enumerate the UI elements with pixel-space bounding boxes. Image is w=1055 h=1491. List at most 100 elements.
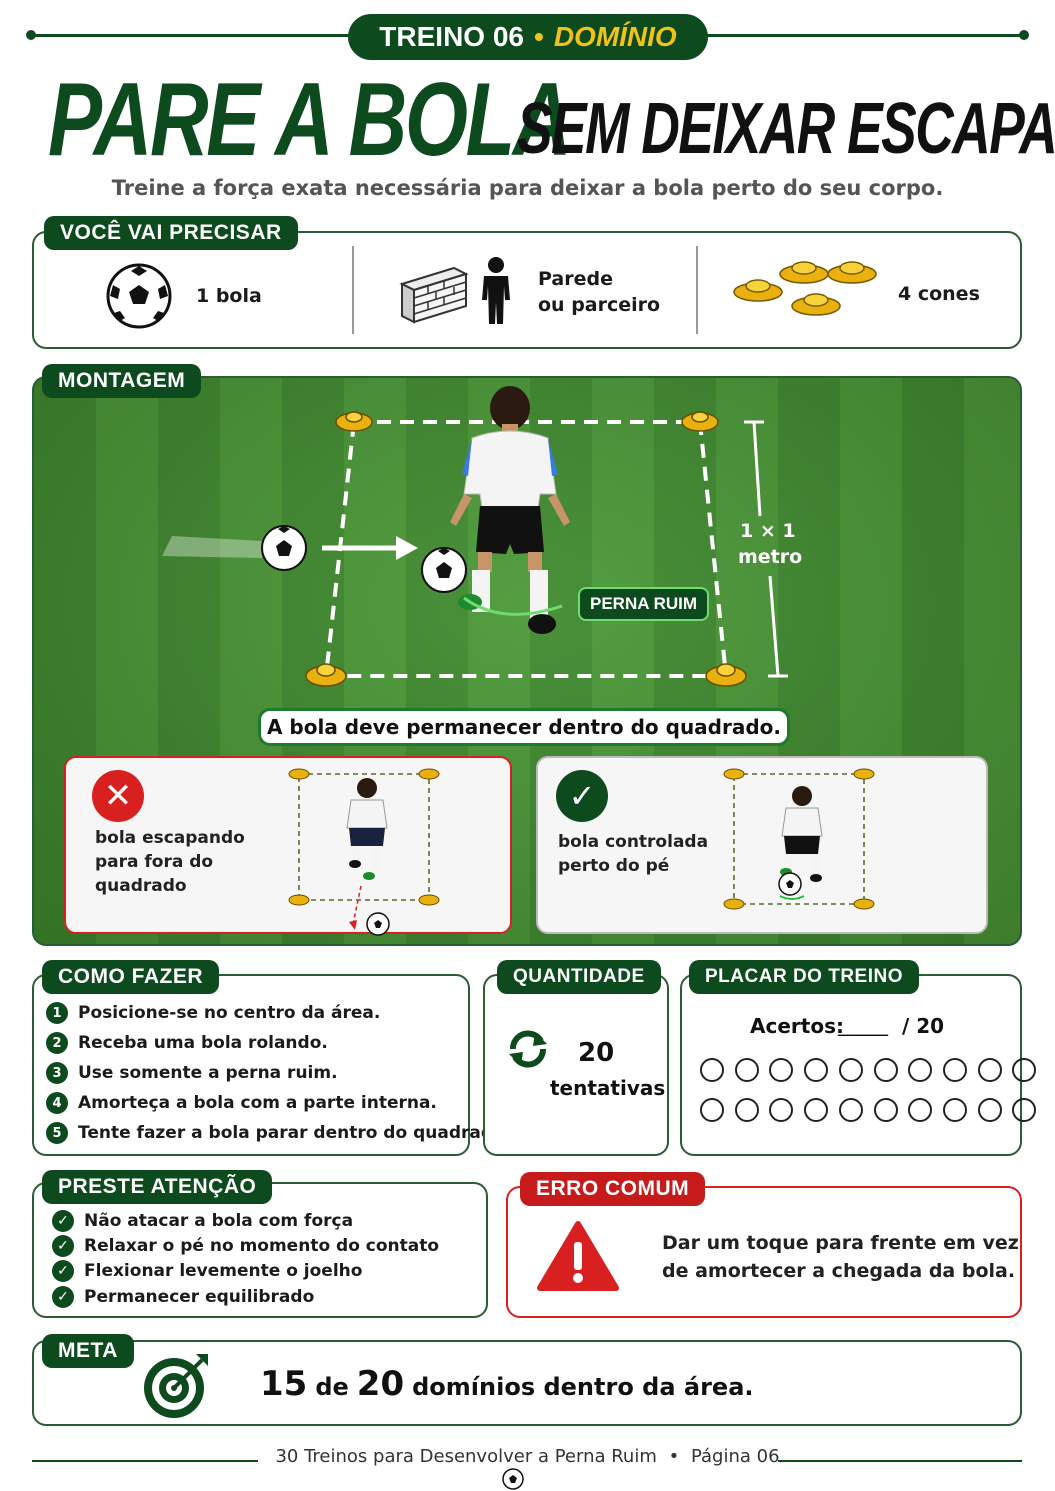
how-to-tab: COMO FAZER [42, 960, 219, 994]
footer-page: Página 06 [690, 1446, 780, 1467]
wall-icon [399, 266, 469, 324]
page-title: PARE A BOLA [48, 62, 571, 178]
score-circle[interactable] [942, 1098, 967, 1122]
score-circle[interactable] [804, 1058, 829, 1082]
step-number: 4 [46, 1092, 68, 1114]
page-subtitle: Treine a força exata necessária para dei… [111, 176, 944, 200]
footer-book: 30 Treinos para Desenvolver a Perna Ruim [275, 1446, 657, 1467]
attention-text: Relaxar o pé no momento do contato [84, 1236, 440, 1256]
how-to-step-5: 5 Tente fazer a bola parar dentro do quad… [46, 1122, 511, 1144]
score-input[interactable]: _____ [838, 1012, 888, 1036]
right-text-1: bola controlada [558, 832, 709, 852]
cone-bottom-left [305, 663, 347, 687]
wrong-mini-diagram [288, 768, 440, 936]
quantity-unit: tentativas [550, 1076, 666, 1100]
attention-item-2: ✓ Relaxar o pé no momento do contato [52, 1235, 439, 1257]
equipment-tab: VOCÊ VAI PRECISAR [44, 216, 298, 250]
score-circle[interactable] [1012, 1058, 1037, 1082]
check-icon: ✓ [52, 1235, 74, 1257]
right-check-icon: ✓ [556, 770, 608, 822]
score-circle[interactable] [908, 1058, 933, 1082]
attention-text: Flexionar levemente o joelho [84, 1261, 363, 1281]
wrong-text-2: para fora do [95, 852, 214, 872]
common-error-text-2: de amortecer a chegada da bola. [662, 1260, 1016, 1282]
step-number: 5 [46, 1122, 68, 1144]
score-circle[interactable] [769, 1098, 794, 1122]
header-rule-right [700, 34, 1025, 37]
step-number: 2 [46, 1032, 68, 1054]
equipment-ball-label: 1 bola [196, 285, 262, 307]
target-icon [144, 1354, 208, 1418]
score-circle[interactable] [700, 1058, 724, 1082]
how-to-step-3: 3 Use somente a perna ruim. [46, 1062, 338, 1084]
score-circle[interactable] [873, 1098, 898, 1122]
wrong-x-icon: ✕ [92, 770, 144, 822]
header-rule-left-dot [26, 30, 36, 40]
player [450, 386, 570, 634]
step-number: 1 [46, 1002, 68, 1024]
equipment-wall-label-1: Parede [538, 268, 613, 290]
equipment-box [32, 231, 1022, 349]
quantity-number: 20 [578, 1038, 615, 1068]
step-text: Tente fazer a bola parar dentro do quadr… [78, 1123, 512, 1143]
common-error-tab: ERRO COMUM [520, 1172, 706, 1206]
setup-diagram [162, 386, 788, 687]
equipment-divider-1 [352, 246, 354, 334]
repeat-icon [509, 1030, 547, 1068]
score-circle[interactable] [700, 1098, 724, 1122]
right-text-2: perto do pé [558, 856, 670, 876]
score-circle[interactable] [804, 1098, 829, 1122]
score-circle[interactable] [1012, 1098, 1037, 1122]
attention-item-4: ✓ Permanecer equilibrado [52, 1286, 314, 1308]
step-text: Receba uma bola rolando. [78, 1033, 328, 1053]
score-circle[interactable] [734, 1058, 759, 1082]
attention-text: Não atacar a bola com força [84, 1211, 354, 1231]
page-title-secondary: SEM DEIXAR ESCAPAR [517, 89, 1055, 169]
attention-text: Permanecer equilibrado [84, 1287, 315, 1307]
goal-tab: META [42, 1334, 134, 1368]
badge-separator: • [534, 21, 544, 52]
score-circle[interactable] [873, 1058, 898, 1082]
weak-leg-label: PERNA RUIM [578, 587, 710, 621]
score-circle[interactable] [977, 1058, 1002, 1082]
dimension-label-2: metro [738, 546, 803, 568]
score-circle[interactable] [838, 1058, 863, 1082]
step-text: Posicione-se no centro da área. [78, 1003, 381, 1023]
score-circle[interactable] [942, 1058, 967, 1082]
cone-top-right [681, 411, 719, 432]
footer-rule-right [778, 1460, 1022, 1462]
check-icon: ✓ [52, 1210, 74, 1232]
how-to-box [32, 974, 470, 1156]
how-to-step-1: 1 Posicione-se no centro da área. [46, 1002, 380, 1024]
equipment-cones-label: 4 cones [898, 283, 980, 305]
score-circle[interactable] [908, 1098, 933, 1122]
header-rule-right-dot [1019, 30, 1029, 40]
wrong-text-1: bola escapando [95, 828, 245, 848]
score-circle[interactable] [977, 1098, 1002, 1122]
equipment-divider-2 [696, 246, 698, 334]
attention-item-1: ✓ Não atacar a bola com força [52, 1210, 353, 1232]
soccer-ball-icon [106, 263, 172, 329]
check-icon: ✓ [52, 1286, 74, 1308]
equipment-wall-label-2: ou parceiro [538, 294, 661, 316]
wrong-text-3: quadrado [95, 876, 187, 896]
setup-caption: A bola deve permanecer dentro do quadrad… [258, 708, 790, 746]
score-circle[interactable] [734, 1098, 759, 1122]
step-number: 3 [46, 1062, 68, 1084]
badge-topic: DOMÍNIO [553, 21, 677, 52]
badge-number: TREINO 06 [379, 21, 524, 52]
score-circle[interactable] [838, 1098, 863, 1122]
footer: 30 Treinos para Desenvolver a Perna Ruim… [0, 1446, 1055, 1467]
goal-rest: domínios dentro da área. [412, 1373, 754, 1401]
score-circle[interactable] [769, 1058, 794, 1082]
cones-icon [733, 261, 877, 316]
step-text: Use somente a perna ruim. [78, 1063, 338, 1083]
right-mini-diagram [723, 768, 875, 910]
footer-separator: • [668, 1446, 680, 1467]
score-label: Acertos: [750, 1014, 844, 1038]
cone-top-left [335, 411, 373, 432]
how-to-step-2: 2 Receba uma bola rolando. [46, 1032, 328, 1054]
header-rule-left [30, 34, 360, 37]
warning-icon [537, 1221, 619, 1291]
